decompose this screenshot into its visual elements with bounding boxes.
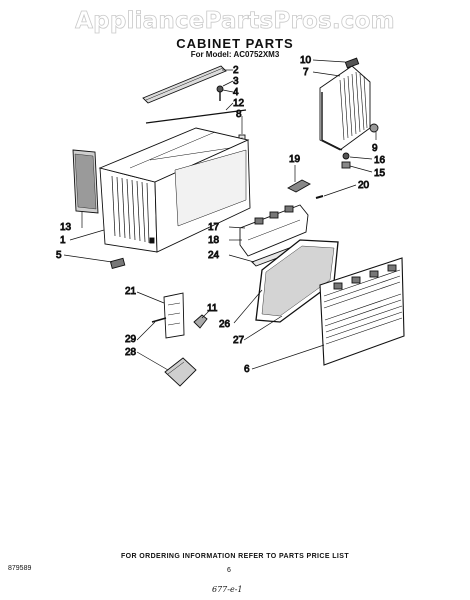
page-number: 6 xyxy=(227,567,231,574)
part-panel-21-29 xyxy=(151,292,185,339)
callout-1: 1 xyxy=(60,235,66,246)
handwritten-note: 677-e-1 xyxy=(212,585,243,594)
part-cabinet xyxy=(98,127,251,253)
callout-28: 28 xyxy=(125,347,137,358)
part-bolt-5 xyxy=(109,257,126,269)
part-top-rail xyxy=(142,65,227,104)
part-screw-20 xyxy=(315,195,324,199)
leader-lines xyxy=(63,59,377,371)
part-knob-16-15 xyxy=(341,152,351,169)
watermark: AppliancePartsPros.com xyxy=(75,8,395,35)
callout-21: 21 xyxy=(125,286,137,297)
callout-19: 19 xyxy=(289,154,301,165)
callout-16: 16 xyxy=(374,155,386,166)
part-clip-11 xyxy=(193,314,208,329)
callout-11: 11 xyxy=(207,303,218,314)
callout-27: 27 xyxy=(233,335,245,346)
callout-13: 13 xyxy=(60,222,72,233)
part-rod-12 xyxy=(145,109,247,124)
callout-26: 26 xyxy=(219,319,231,330)
callout-2: 2 xyxy=(233,65,239,76)
callout-7: 7 xyxy=(303,67,309,78)
part-front-grille xyxy=(319,257,405,366)
callout-3: 3 xyxy=(233,76,239,87)
callout-4: 4 xyxy=(233,87,239,98)
callout-15: 15 xyxy=(374,168,386,179)
part-foot-28 xyxy=(164,357,197,387)
callout-20: 20 xyxy=(358,180,370,191)
part-bracket-19 xyxy=(287,179,311,193)
callout-8: 8 xyxy=(236,109,242,120)
model-line: For Model: AC0752XM3 xyxy=(190,50,280,59)
part-control-housing xyxy=(239,204,309,257)
part-rear-grille xyxy=(319,57,379,151)
part-screw-top xyxy=(216,85,224,101)
part-filter-13 xyxy=(72,149,99,214)
ordering-note: FOR ORDERING INFORMATION REFER TO PARTS … xyxy=(120,553,350,560)
callout-9: 9 xyxy=(372,143,378,154)
part-filter-frame xyxy=(255,239,339,323)
callout-12: 12 xyxy=(233,98,245,109)
document-code: 879589 xyxy=(8,565,32,572)
callout-29: 29 xyxy=(125,334,137,345)
callout-24: 24 xyxy=(208,250,220,261)
callout-6: 6 xyxy=(244,364,250,375)
callout-5: 5 xyxy=(56,250,62,261)
callout-17: 17 xyxy=(208,222,220,233)
callout-10: 10 xyxy=(300,55,312,66)
callout-18: 18 xyxy=(208,235,220,246)
page-title: CABINET PARTS xyxy=(176,36,294,51)
